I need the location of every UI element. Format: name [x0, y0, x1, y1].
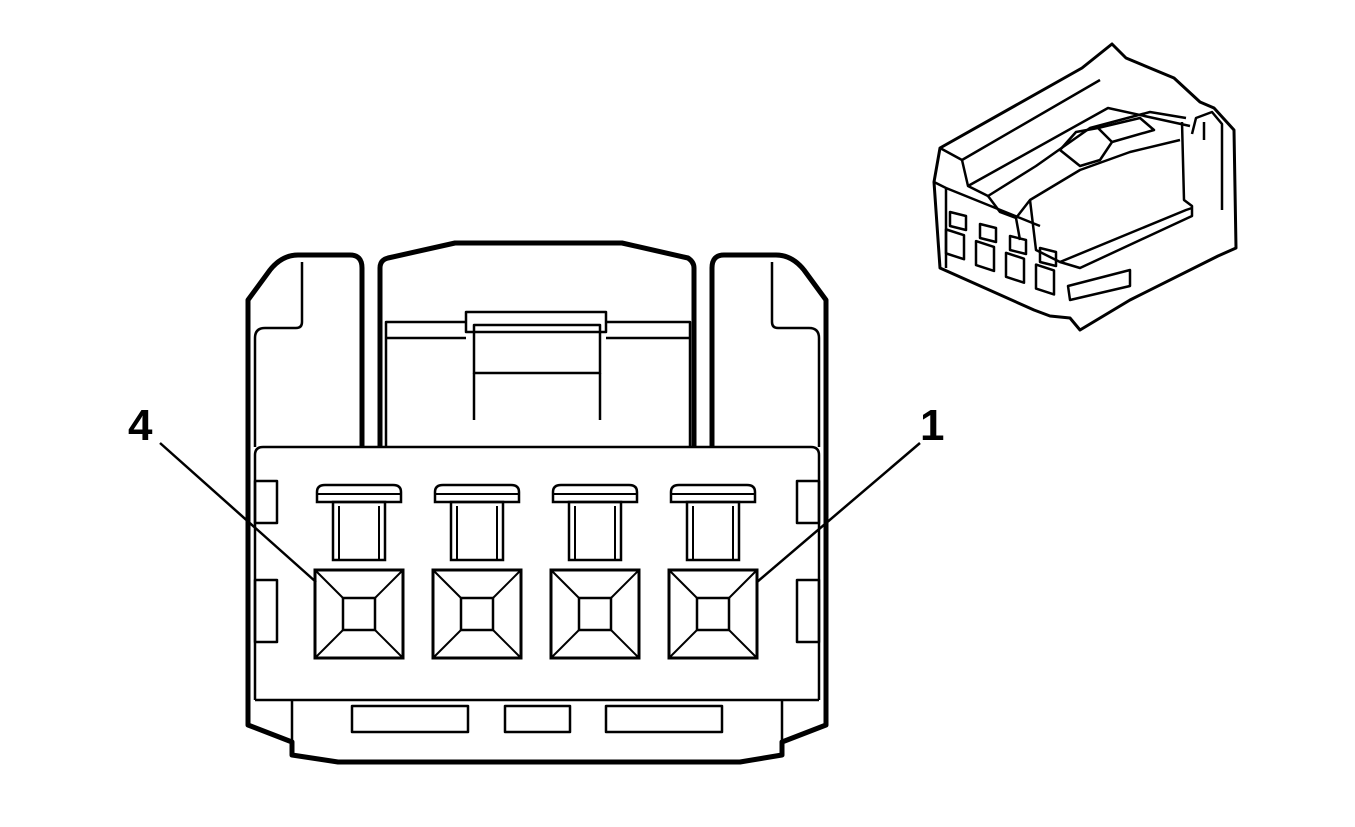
cavity-bevel: [551, 630, 579, 658]
pin-1-leader-line: [757, 443, 920, 582]
terminal-latch-cap: [317, 485, 401, 502]
iso-cavity: [946, 229, 964, 259]
bottom-window-right: [606, 706, 722, 732]
iso-cavity-tab: [980, 224, 996, 242]
iso-cavity-tab: [1010, 236, 1026, 254]
terminal-cavity: [551, 570, 639, 658]
terminal-cavities: [315, 485, 757, 658]
iso-cavity-tab: [950, 212, 966, 230]
iso-body-outline: [934, 44, 1236, 330]
terminal-cavity: [433, 570, 521, 658]
terminal-latch-body: [569, 502, 621, 560]
connector-isometric-view: [934, 44, 1236, 330]
pin-4-leader-line: [160, 443, 316, 582]
cavity-bevel: [375, 570, 403, 598]
cavity-bevel: [315, 570, 343, 598]
cavity-bevel: [433, 630, 461, 658]
terminal-cavity-inner: [697, 598, 729, 630]
iso-cavity: [1006, 253, 1024, 283]
iso-cavity-tab: [1040, 248, 1056, 266]
iso-right-lower-rail: [1068, 270, 1130, 300]
connector-front-view: [248, 243, 826, 762]
bottom-window-center: [505, 706, 570, 732]
terminal-cavity-inner: [343, 598, 375, 630]
terminal-cavity-inner: [579, 598, 611, 630]
connector-body-outline: [248, 255, 826, 762]
left-side-wall: [255, 262, 302, 447]
pin-1-label: 1: [920, 401, 944, 450]
terminal-cavity: [315, 570, 403, 658]
cavity-bevel: [729, 570, 757, 598]
iso-cavities: [946, 212, 1056, 294]
iso-cavity: [1036, 265, 1054, 295]
terminal-latch-body: [333, 502, 385, 560]
cavity-bevel: [551, 570, 579, 598]
iso-cavity: [976, 241, 994, 271]
terminal-cavity-inner: [461, 598, 493, 630]
latch-housing-inner: [386, 322, 690, 447]
latch-tab: [466, 312, 606, 332]
cavity-bevel: [611, 630, 639, 658]
cavity-bevel: [375, 630, 403, 658]
cavity-bevel: [493, 570, 521, 598]
terminal-latch-cap: [435, 485, 519, 502]
cavity-bevel: [669, 570, 697, 598]
latch-housing-outline: [380, 243, 694, 447]
iso-latch: [1060, 118, 1154, 166]
terminal-latch-cap: [553, 485, 637, 502]
right-side-wall: [772, 262, 819, 447]
iso-right-rail: [1060, 112, 1222, 268]
face-plate-top: [255, 447, 819, 700]
bottom-window-left: [352, 706, 468, 732]
terminal-latch-cap: [671, 485, 755, 502]
pin-4-label: 4: [128, 401, 153, 450]
terminal-latch-body: [451, 502, 503, 560]
cavity-bevel: [493, 630, 521, 658]
left-upper-slot: [255, 481, 277, 523]
latch-tab-front: [474, 325, 600, 373]
cavity-bevel: [729, 630, 757, 658]
left-lower-slot: [255, 580, 277, 642]
terminal-cavity: [669, 570, 757, 658]
cavity-bevel: [315, 630, 343, 658]
cavity-bevel: [669, 630, 697, 658]
terminal-latch-body: [687, 502, 739, 560]
right-upper-slot: [797, 481, 819, 523]
bottom-skirt: [292, 700, 782, 742]
cavity-bevel: [611, 570, 639, 598]
cavity-bevel: [433, 570, 461, 598]
right-lower-slot: [797, 580, 819, 642]
